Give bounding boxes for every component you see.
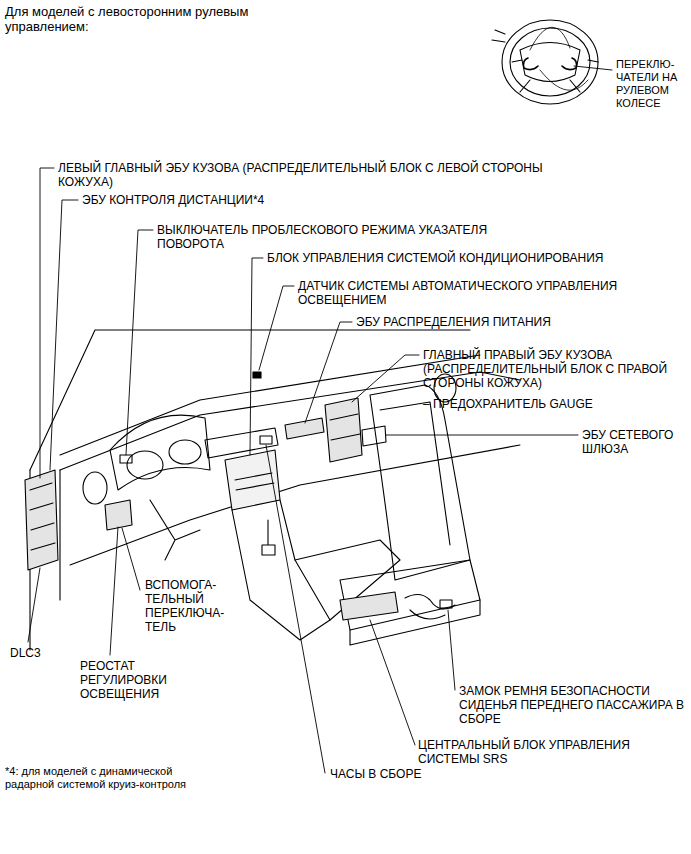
left-body-ecu — [25, 470, 58, 570]
part-label: БЛОК УПРАВЛЕНИЯ СИСТЕМОЙ КОНДИЦИОНИРОВАН… — [267, 251, 667, 265]
leader-line — [110, 527, 118, 655]
part-label: ЭБУ КОНТРОЛЯ ДИСТАНЦИИ*4 — [82, 193, 342, 207]
steering-spokes — [512, 60, 598, 92]
seat-back — [370, 385, 470, 580]
part-label: ПЕРЕКЛЮ- ЧАТЕЛИ НА РУЛЕВОМ КОЛЕСЕ — [616, 58, 688, 110]
center-console — [232, 500, 330, 640]
leader-line — [126, 230, 153, 455]
part-label: ЭБУ СЕТЕВОГО ШЛЮЗА — [582, 428, 686, 456]
leader-line — [250, 258, 263, 455]
part-label: ВСПОМОГА- ТЕЛЬНЫЙ ПЕРЕКЛЮЧА- ТЕЛЬ — [145, 578, 235, 634]
air-conditioning-panel — [225, 450, 280, 510]
switch-panel — [105, 500, 132, 530]
footnote: *4: для моделей с динамической радарной … — [5, 765, 190, 791]
gear-shifter — [262, 520, 275, 555]
leader-line — [122, 528, 140, 590]
right-body-ecu — [325, 398, 362, 462]
leader-line — [448, 610, 455, 690]
seatbelt-buckle — [440, 600, 452, 608]
steering-wheel-rim — [510, 28, 590, 96]
leader-line — [259, 286, 294, 370]
part-label: ЧАСЫ В СБОРЕ — [330, 767, 530, 781]
part-label: ВЫКЛЮЧАТЕЛЬ ПРОБЛЕСКОВОГО РЕЖИМА УКАЗАТЕ… — [157, 223, 547, 251]
ecu-detail — [330, 414, 360, 440]
ecu-detail — [30, 483, 55, 550]
gateway-ecu — [362, 426, 386, 446]
part-label: ЛЕВЫЙ ГЛАВНЫЙ ЭБУ КУЗОВА (РАСПРЕДЕЛИТЕЛЬ… — [58, 161, 548, 189]
leader-line — [386, 435, 578, 436]
steering-wheel — [502, 20, 598, 104]
steering-column — [150, 500, 200, 560]
gauge — [169, 440, 201, 464]
leader-line — [305, 322, 352, 423]
armrest — [295, 540, 400, 620]
part-label: ЦЕНТРАЛЬНЫЙ БЛОК УПРАВЛЕНИЯ СИСТЕМЫ SRS — [418, 738, 686, 766]
leader-line — [370, 620, 415, 745]
part-label: ЗАМОК РЕМНЯ БЕЗОПАСНОСТИ СИДЕНЬЯ ПЕРЕДНЕ… — [459, 684, 687, 726]
srs-ecu — [340, 592, 398, 620]
power-distribution-ecu — [285, 418, 324, 439]
dashboard-top — [60, 355, 480, 455]
part-label: ГЛАВНЫЙ ПРАВЫЙ ЭБУ КУЗОВА (РАСПРЕДЕЛИТЕЛ… — [423, 348, 686, 390]
hazard-switch — [120, 455, 132, 463]
steering-hub — [520, 43, 580, 82]
air-vent — [83, 472, 107, 504]
stalk — [492, 30, 505, 42]
part-label: ЭБУ РАСПРЕДЕЛЕНИЯ ПИТАНИЯ — [356, 315, 656, 329]
leader-line — [574, 66, 612, 70]
leader-line — [28, 568, 40, 642]
part-label: РЕОСТАТ РЕГУЛИРОВКИ ОСВЕЩЕНИЯ — [80, 659, 220, 701]
part-label: ДАТЧИК СИСТЕМЫ АВТОМАТИЧЕСКОГО УПРАВЛЕНИ… — [298, 279, 686, 307]
part-label: DLC3 — [10, 646, 70, 660]
steering-switches — [524, 58, 577, 70]
leader-line — [50, 200, 78, 470]
leader-lines — [28, 66, 612, 773]
instrument-cluster — [110, 415, 210, 490]
switch-wires — [530, 27, 588, 90]
leader-line — [352, 355, 419, 402]
title: Для моделей с левосторонним рулевым упра… — [5, 4, 335, 34]
clock — [260, 436, 272, 444]
light-sensor — [253, 372, 261, 378]
seat-back-seam — [380, 402, 450, 545]
part-label: – ПРЕДОХРАНИТЕЛЬ GAUGE — [423, 397, 686, 411]
panel-lines — [235, 473, 274, 490]
seatbelt-buckle-wires — [405, 594, 455, 619]
leader-line — [266, 445, 325, 773]
